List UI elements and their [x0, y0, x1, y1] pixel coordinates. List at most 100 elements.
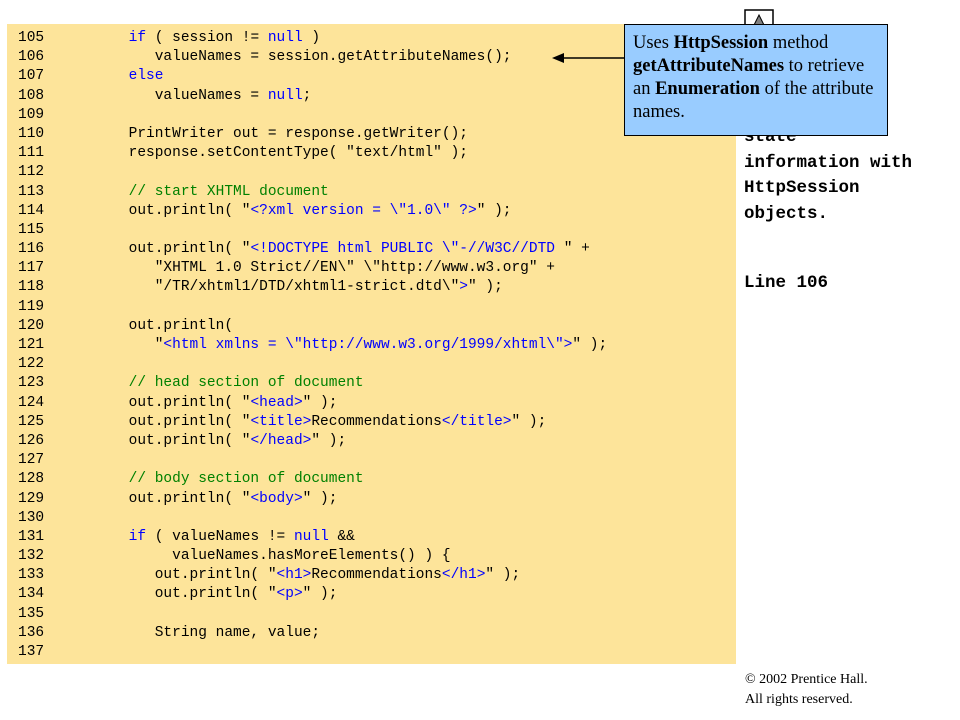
- callout-text: of the attribute names.: [633, 79, 874, 122]
- code-token: ": [467, 279, 477, 296]
- code-token: ": [241, 432, 251, 449]
- code-token: ": [311, 432, 321, 449]
- code-token: </title>: [441, 413, 512, 430]
- callout-text: to retrieve an: [633, 56, 865, 99]
- code-token: <head>: [250, 394, 303, 411]
- outline-line-reference: Line 106: [744, 273, 829, 293]
- line-number: 124: [18, 394, 45, 411]
- line-number: 109: [18, 106, 45, 123]
- code-token: ": [241, 490, 251, 507]
- code-token: ": [476, 202, 486, 219]
- code-token: valueNames =: [59, 87, 268, 104]
- code-line: 125 out.println( "<title>Recommendations…: [7, 413, 607, 432]
- code-listing: 105 if ( session != null )106 valueNames…: [7, 29, 607, 662]
- code-token: [59, 260, 155, 276]
- code-token: ": [267, 586, 277, 603]
- code-token: <h1>: [276, 567, 312, 584]
- code-token: <body>: [250, 490, 303, 507]
- code-token: ": [154, 337, 164, 353]
- line-number: 120: [18, 317, 45, 334]
- code-token: +: [537, 260, 555, 277]
- code-token: ": [572, 337, 582, 353]
- code-line: 124 out.println( "<head>" );: [7, 394, 607, 413]
- code-line: 108 valueNames = null;: [7, 87, 607, 106]
- code-token: // start XHTML document: [59, 183, 329, 200]
- line-number: 113: [18, 183, 45, 200]
- code-token: ": [302, 586, 312, 603]
- code-line: 133 out.println( "<h1>Recommendations</h…: [7, 566, 607, 585]
- code-token: Recommendations: [311, 567, 442, 584]
- line-number: 107: [18, 68, 45, 85]
- line-number: 115: [18, 221, 45, 238]
- code-token: );: [320, 432, 347, 449]
- copyright-line: © 2002 Prentice Hall.: [745, 672, 868, 687]
- code-line: 131 if ( valueNames != null &&: [7, 528, 607, 547]
- code-token: </head>: [250, 432, 312, 449]
- code-token: <!DOCTYPE html PUBLIC \"-//W3C//DTD: [250, 241, 564, 258]
- code-token: ": [267, 567, 277, 584]
- code-token: "text/html": [346, 145, 442, 162]
- line-number: 121: [18, 337, 45, 353]
- code-token: );: [311, 394, 338, 411]
- code-line: 136 String name, value;: [7, 624, 607, 643]
- code-token: </h1>: [441, 567, 486, 584]
- code-token: valueNames = session.getAttributeNames()…: [59, 49, 512, 66]
- code-token: PrintWriter out = response.getWriter();: [59, 125, 468, 142]
- code-token: ": [563, 241, 573, 258]
- line-number: 130: [18, 509, 45, 526]
- line-number: 114: [18, 202, 45, 219]
- callout-box: Uses HttpSession method getAttributeName…: [624, 24, 888, 136]
- callout-emphasis: Enumeration: [655, 79, 760, 99]
- code-token: );: [520, 413, 547, 430]
- code-token: if: [128, 528, 147, 545]
- code-line: 111 response.setContentType( "text/html"…: [7, 144, 607, 163]
- code-line: 128 // body section of document: [7, 470, 607, 489]
- code-line: 107 else: [7, 67, 607, 86]
- code-token: out.println(: [59, 317, 234, 334]
- code-token: [59, 30, 129, 46]
- line-number: 112: [18, 164, 45, 181]
- callout-emphasis: getAttributeNames: [633, 56, 785, 76]
- code-token: ": [241, 413, 251, 430]
- code-token: ( valueNames !=: [146, 528, 294, 545]
- code-token: >: [459, 279, 468, 296]
- code-token: <p>: [276, 586, 303, 603]
- line-number: 122: [18, 356, 45, 373]
- line-number: 106: [18, 49, 45, 66]
- code-token: null: [293, 528, 329, 545]
- code-token: out.println(: [59, 202, 242, 219]
- code-token: null: [267, 87, 303, 104]
- code-token: ( session !=: [146, 30, 268, 46]
- code-line: 122: [7, 355, 607, 374]
- code-token: ): [302, 30, 321, 46]
- code-line: 134 out.println( "<p>" );: [7, 585, 607, 604]
- callout-emphasis: HttpSession: [673, 33, 769, 53]
- code-token: ": [241, 241, 251, 258]
- line-number: 128: [18, 471, 45, 488]
- code-token: Recommendations: [311, 413, 442, 430]
- code-line: 137: [7, 643, 607, 662]
- callout-text: method: [768, 33, 829, 53]
- code-token: out.println(: [59, 490, 242, 507]
- code-line: 132 valueNames.hasMoreElements() ) {: [7, 547, 607, 566]
- code-token: ": [241, 394, 251, 411]
- line-number: 108: [18, 87, 45, 104]
- line-number: 123: [18, 375, 45, 392]
- code-token: else: [128, 68, 164, 85]
- code-line: 118 "/TR/xhtml1/DTD/xhtml1-strict.dtd\">…: [7, 278, 607, 297]
- code-line: 109: [7, 106, 607, 125]
- code-listing-panel: 105 if ( session != null )106 valueNames…: [7, 24, 736, 664]
- callout-arrow-icon: [552, 53, 626, 63]
- code-token: ": [485, 567, 495, 584]
- code-token: response.setContentType(: [59, 145, 347, 162]
- code-token: out.println(: [59, 567, 268, 584]
- code-token: &&: [328, 528, 355, 545]
- line-number: 137: [18, 644, 45, 660]
- code-line: 112: [7, 163, 607, 182]
- code-token: [59, 68, 129, 84]
- code-token: // head section of document: [59, 375, 364, 392]
- line-number: 111: [18, 145, 45, 162]
- code-token: ": [511, 413, 521, 430]
- code-line: 119: [7, 298, 607, 317]
- code-line: 129 out.println( "<body>" );: [7, 490, 607, 509]
